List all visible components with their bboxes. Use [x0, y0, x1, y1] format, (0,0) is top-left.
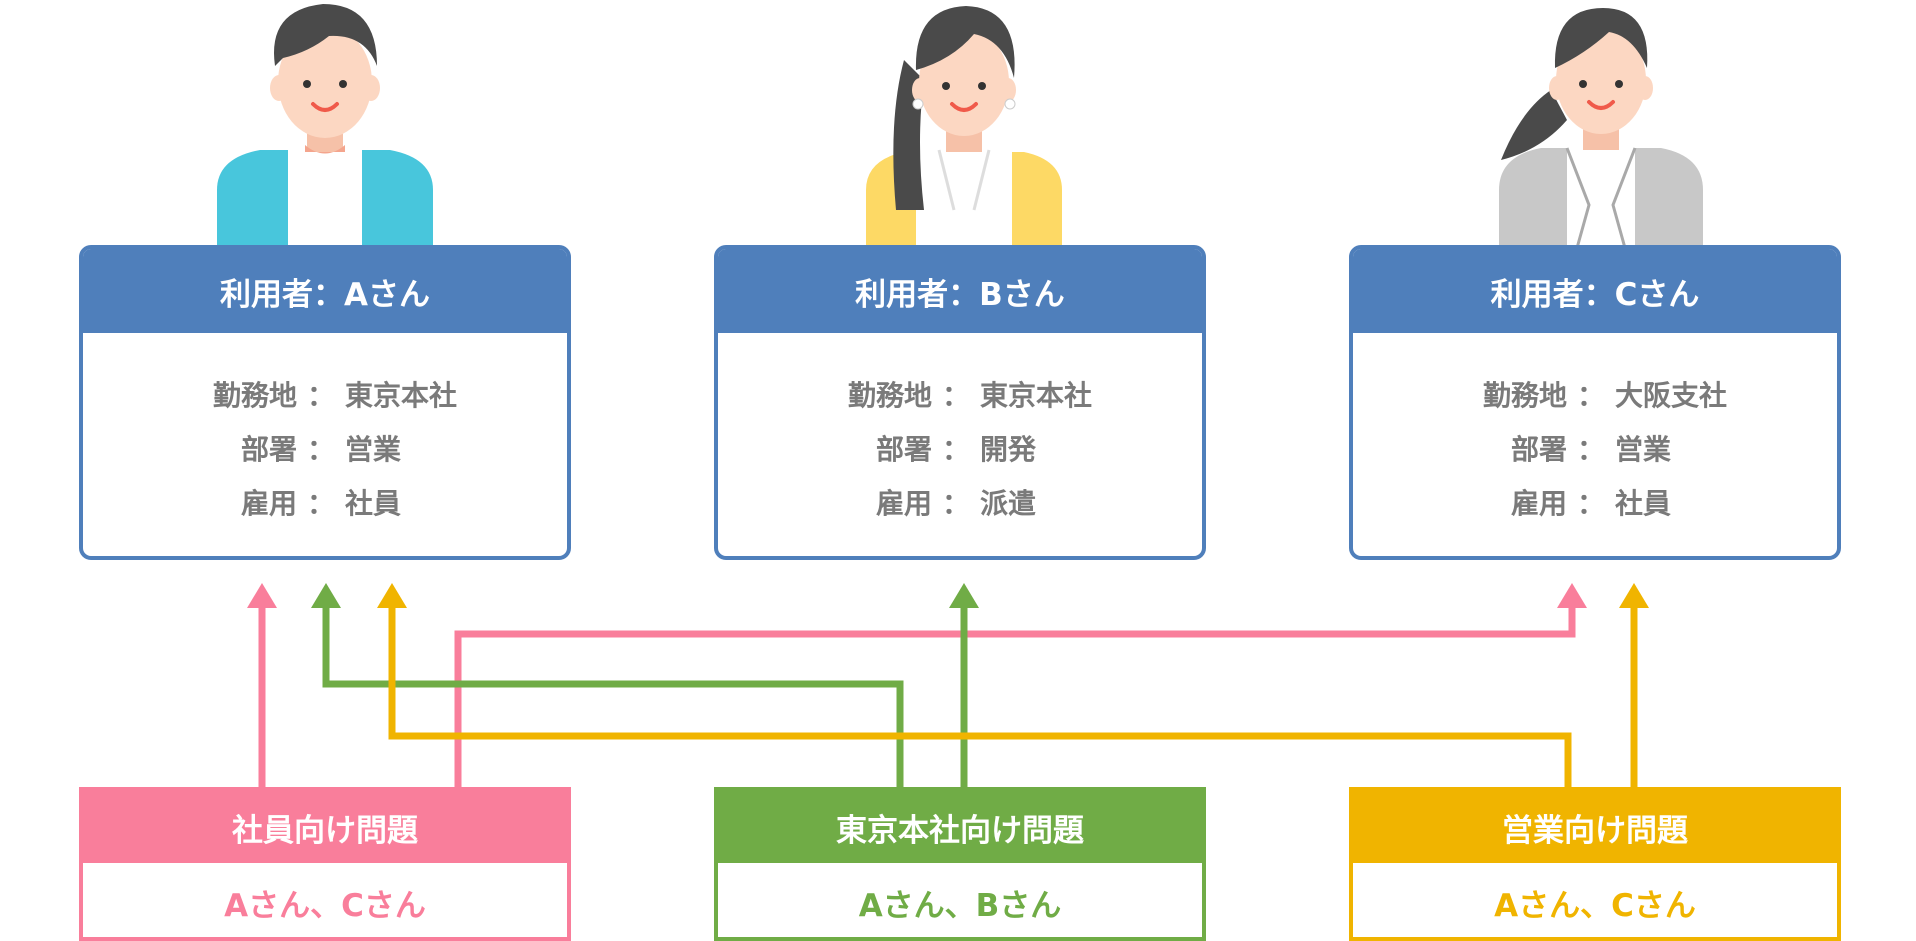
- info-row: 勤務地 ： 東京本社: [718, 367, 1202, 421]
- info-value: 派遣: [980, 487, 1037, 520]
- info-row: 部署 ： 営業: [1353, 421, 1837, 475]
- yellow-line-to-a: [388, 606, 1572, 787]
- info-key: 雇用: [875, 487, 932, 520]
- info-value: 社員: [345, 487, 402, 520]
- info-row: 雇用 ： 社員: [83, 475, 567, 529]
- info-key: 部署: [875, 433, 932, 466]
- info-value: 社員: [1615, 487, 1672, 520]
- info-row: 部署 ： 営業: [83, 421, 567, 475]
- info-value: 営業: [345, 433, 402, 466]
- group-members: Aさん、Cさん: [1494, 887, 1696, 924]
- user-card-title: 利用者：Aさん: [83, 249, 567, 333]
- group-members: Aさん、Bさん: [858, 887, 1062, 924]
- info-sep: ：: [1576, 379, 1605, 412]
- info-row: 雇用 ： 社員: [1353, 475, 1837, 529]
- info-key: 部署: [1510, 433, 1567, 466]
- info-sep: ：: [1576, 433, 1605, 466]
- user-card-title: 利用者：Bさん: [718, 249, 1202, 333]
- person-b-illustration: [866, 6, 1062, 248]
- user-card-title: 利用者：Cさん: [1353, 249, 1837, 333]
- info-sep: ：: [1576, 487, 1605, 520]
- info-value: 東京本社: [345, 379, 458, 412]
- pink-line-to-c: [454, 606, 1576, 787]
- arrow-up-icon: [377, 583, 407, 608]
- info-value: 大阪支社: [1615, 379, 1728, 412]
- info-row: 勤務地 ： 東京本社: [83, 367, 567, 421]
- info-key: 雇用: [1510, 487, 1567, 520]
- info-key: 勤務地: [212, 379, 297, 412]
- info-value: 東京本社: [980, 379, 1093, 412]
- info-sep: ：: [941, 379, 970, 412]
- info-key: 勤務地: [1482, 379, 1567, 412]
- info-sep: ：: [306, 433, 335, 466]
- person-a-illustration: [217, 4, 433, 248]
- group-title: 社員向け問題: [83, 791, 567, 863]
- user-card-c: 利用者：Cさん 勤務地 ： 大阪支社 部署 ： 営業 雇用 ： 社員: [1349, 245, 1841, 560]
- info-sep: ：: [941, 487, 970, 520]
- info-value: 開発: [980, 433, 1037, 466]
- info-key: 部署: [240, 433, 297, 466]
- arrow-up-icon: [1619, 583, 1649, 608]
- arrow-up-icon: [311, 583, 341, 608]
- info-row: 部署 ： 開発: [718, 421, 1202, 475]
- group-title: 東京本社向け問題: [718, 791, 1202, 863]
- info-key: 勤務地: [847, 379, 932, 412]
- arrow-up-icon: [949, 583, 979, 608]
- user-card-a: 利用者：Aさん 勤務地 ： 東京本社 部署 ： 営業 雇用 ： 社員: [79, 245, 571, 560]
- group-box-tokyo-hq: 東京本社向け問題 Aさん、Bさん: [714, 787, 1206, 941]
- info-key: 雇用: [240, 487, 297, 520]
- arrow-up-icon: [1557, 583, 1587, 608]
- group-members: Aさん、Cさん: [224, 887, 426, 924]
- user-card-b: 利用者：Bさん 勤務地 ： 東京本社 部署 ： 開発 雇用 ： 派遣: [714, 245, 1206, 560]
- group-title: 営業向け問題: [1353, 791, 1837, 863]
- group-box-employee: 社員向け問題 Aさん、Cさん: [79, 787, 571, 941]
- info-sep: ：: [306, 379, 335, 412]
- info-sep: ：: [306, 487, 335, 520]
- info-value: 営業: [1615, 433, 1672, 466]
- arrow-up-icon: [247, 583, 277, 608]
- group-box-sales: 営業向け問題 Aさん、Cさん: [1349, 787, 1841, 941]
- info-row: 雇用 ： 派遣: [718, 475, 1202, 529]
- info-sep: ：: [941, 433, 970, 466]
- person-c-illustration: [1499, 8, 1703, 248]
- info-row: 勤務地 ： 大阪支社: [1353, 367, 1837, 421]
